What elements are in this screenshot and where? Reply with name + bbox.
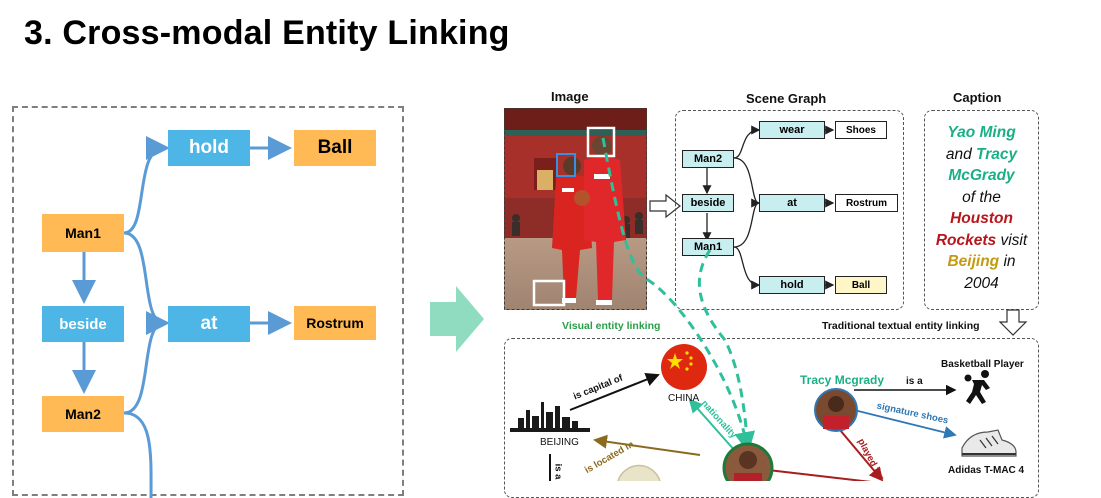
caption-line: 2004 (924, 273, 1039, 295)
sg-node-shoes: Shoes (835, 121, 887, 139)
image-header: Image (551, 89, 589, 104)
left-scene-graph-panel: Man1 beside Man2 hold at Ball Rostrum (12, 106, 404, 498)
sg-node-man2: Man2 (682, 150, 734, 168)
photo-yao-tracy (504, 108, 647, 310)
caption-run: Beijing (947, 253, 1000, 270)
scene-graph-edges (702, 125, 835, 290)
textual-linking-label: Traditional textual entity linking (822, 320, 980, 332)
node-hold: hold (168, 130, 250, 166)
tracy-label: Tracy Mcgrady (800, 373, 885, 387)
sg-node-wear: wear (759, 121, 825, 139)
image-to-graph-arrow-icon (649, 193, 681, 219)
caption-run: visit (996, 231, 1028, 249)
scene-graph-box (675, 110, 904, 310)
caption-line: and Tracy (924, 144, 1039, 166)
left-graph-edges (72, 136, 292, 498)
caption-run: 2004 (964, 274, 999, 292)
sg-node-man1: Man1 (682, 238, 734, 256)
node-man1: Man1 (42, 214, 124, 252)
edge-man2-at (123, 321, 165, 415)
scene-graph-header: Scene Graph (746, 91, 827, 106)
edge-man1-at (123, 231, 170, 335)
edge-man2-down (123, 411, 153, 498)
beijing-label: BEIJING (540, 437, 579, 448)
kg-edges (549, 137, 957, 481)
slide-title: 3. Cross-modal Entity Linking (24, 14, 510, 52)
caption-box (924, 110, 1039, 310)
caption-to-kg-arrow-icon (999, 309, 1028, 336)
big-right-arrow-icon (430, 286, 484, 352)
caption-run: McGrady (948, 167, 1015, 184)
node-ball: Ball (294, 130, 376, 166)
tracy-portrait-icon (814, 388, 858, 432)
adidas-label: Adidas T-MAC 4 (948, 465, 1025, 476)
visual-linking-label: Visual entity linking (562, 320, 661, 332)
caption-line: Beijing in (924, 251, 1039, 273)
is-a-vertical-label: is a (552, 463, 564, 480)
node-at: at (168, 306, 250, 342)
caption-run: and (945, 145, 977, 163)
beijing-skyline-icon (510, 402, 590, 432)
sg-node-at: at (759, 194, 825, 212)
node-man2: Man2 (42, 396, 124, 432)
caption-line: of the (924, 187, 1039, 209)
caption-run: of the (962, 188, 1001, 206)
caption-run: Tracy (976, 145, 1018, 163)
is-a-label: is a (906, 376, 923, 387)
caption-line: Houston (924, 208, 1039, 230)
sg-node-hold: hold (759, 276, 825, 294)
adidas-shoe-icon (961, 429, 1017, 457)
caption-run: in (999, 253, 1016, 270)
sg-node-ball: Ball (835, 276, 887, 294)
caption-line: Rockets visit (924, 230, 1039, 252)
china-label: CHINA (668, 393, 700, 404)
china-flag-icon (661, 344, 707, 390)
edge-man1-hold (123, 136, 170, 235)
node-rostrum: Rostrum (294, 306, 376, 340)
sg-node-beside: beside (682, 194, 734, 212)
caption-line: Yao Ming (924, 122, 1039, 144)
caption-run: Yao Ming (947, 124, 1016, 141)
sg-node-rostrum: Rostrum (835, 194, 898, 212)
node-beside: beside (42, 306, 124, 342)
caption-header: Caption (953, 90, 1002, 105)
caption-run: Houston (950, 210, 1013, 227)
basketball-player-icon (964, 370, 990, 404)
right-figure: Image Scene Graph Caption (500, 80, 1101, 498)
basketball-player-label: Basketball Player (941, 359, 1024, 370)
caption-line: McGrady (924, 165, 1039, 187)
caption-run: Rockets (935, 231, 997, 249)
